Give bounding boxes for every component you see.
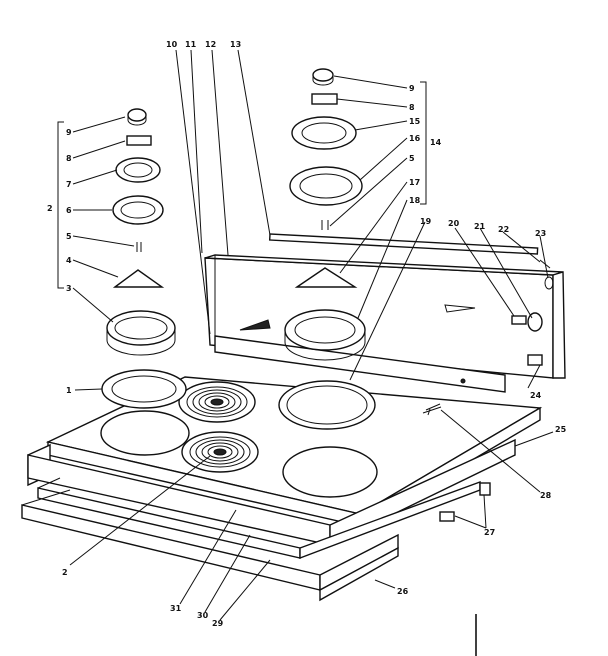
terminal-block-right: [311, 93, 338, 105]
drip-bowl-left: [106, 310, 176, 346]
label-5-left: 5: [66, 232, 72, 241]
terminal-block-left: [126, 135, 152, 146]
coil-element-front-left: [181, 431, 259, 473]
label-25: 25: [555, 425, 567, 434]
bracket-left: [112, 269, 165, 288]
element-large-left: [112, 195, 164, 225]
label-11-top: 11: [185, 40, 197, 49]
label-5-right: 5: [409, 154, 415, 163]
label-4: 4: [66, 256, 72, 265]
knob-left: [127, 108, 147, 122]
mounting-clips: [422, 406, 491, 522]
label-18: 18: [409, 196, 421, 205]
label-17: 17: [409, 178, 420, 187]
label-27: 27: [484, 528, 495, 537]
label-1: 1: [66, 386, 72, 395]
knob-right: [312, 68, 334, 82]
label-8-right: 8: [409, 103, 415, 112]
drip-bowl-right: [284, 309, 366, 351]
label-3: 3: [66, 284, 72, 293]
label-29: 29: [212, 619, 224, 628]
label-13: 13: [230, 40, 241, 49]
label-2-bottom: 2: [62, 568, 68, 577]
label-24: 24: [530, 391, 542, 400]
label-28: 28: [540, 491, 552, 500]
label-8-left: 8: [66, 154, 72, 163]
label-7: 7: [66, 180, 72, 189]
label-10: 10: [166, 40, 178, 49]
label-21: 21: [474, 222, 486, 231]
label-9-left: 9: [66, 128, 72, 137]
element-small-left: [115, 157, 161, 183]
label-19: 19: [420, 217, 432, 226]
label-14: 14: [430, 138, 442, 147]
group-brackets: [57, 81, 427, 289]
element-small-right: [291, 116, 357, 150]
label-23: 23: [535, 229, 546, 238]
label-9-right: 9: [409, 84, 415, 93]
bracket-right: [294, 267, 358, 288]
label-26-bottom: 26: [397, 587, 409, 596]
label-30: 30: [197, 611, 209, 620]
panel-hardware: [511, 259, 554, 366]
part-labels: 9 8 7 2 6 5 4 3 1 2 10 11 12 13 9 8 15 1…: [47, 40, 567, 628]
label-15: 15: [409, 117, 421, 126]
label-12: 12: [205, 40, 216, 49]
leader-lines: [69, 49, 554, 621]
label-31-bottom: 31: [170, 604, 182, 613]
cooktop-frame: [21, 438, 516, 602]
label-22: 22: [498, 225, 509, 234]
label-16: 16: [409, 134, 421, 143]
left-exploded-stack: [101, 108, 187, 409]
label-6-left: 6: [66, 206, 72, 215]
coil-element-rear-left: [178, 381, 256, 423]
trim-strip: [268, 233, 539, 255]
label-2-bracket: 2: [47, 204, 53, 213]
element-large-right: [289, 166, 363, 206]
right-exploded-stack: [284, 68, 366, 361]
backguard-panel: [204, 233, 566, 393]
label-20: 20: [448, 219, 460, 228]
